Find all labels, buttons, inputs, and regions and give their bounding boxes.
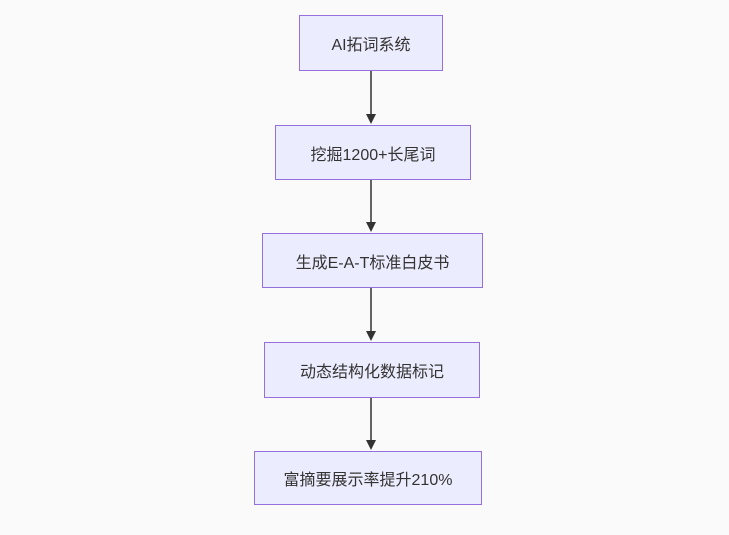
arrow-2 xyxy=(366,180,376,232)
flow-node-label: 生成E-A-T标准白皮书 xyxy=(295,254,450,272)
flow-node-label: 挖掘1200+长尾词 xyxy=(310,146,436,164)
arrow-1 xyxy=(366,71,376,124)
flow-node-label: AI拓词系统 xyxy=(331,37,411,54)
arrow-3 xyxy=(366,288,376,341)
flow-node-eat-whitepaper: 生成E-A-T标准白皮书 xyxy=(262,233,483,288)
flow-node-label: 动态结构化数据标记 xyxy=(299,364,444,381)
flow-node-ai-word-system: AI拓词系统 xyxy=(299,15,443,71)
flow-node-rich-snippet-result: 富摘要展示率提升210% xyxy=(254,451,482,505)
flow-node-longtail-mining: 挖掘1200+长尾词 xyxy=(275,125,471,180)
arrow-4 xyxy=(366,398,376,450)
flow-node-label: 富摘要展示率提升210% xyxy=(283,472,453,489)
flow-node-structured-data: 动态结构化数据标记 xyxy=(264,342,480,398)
